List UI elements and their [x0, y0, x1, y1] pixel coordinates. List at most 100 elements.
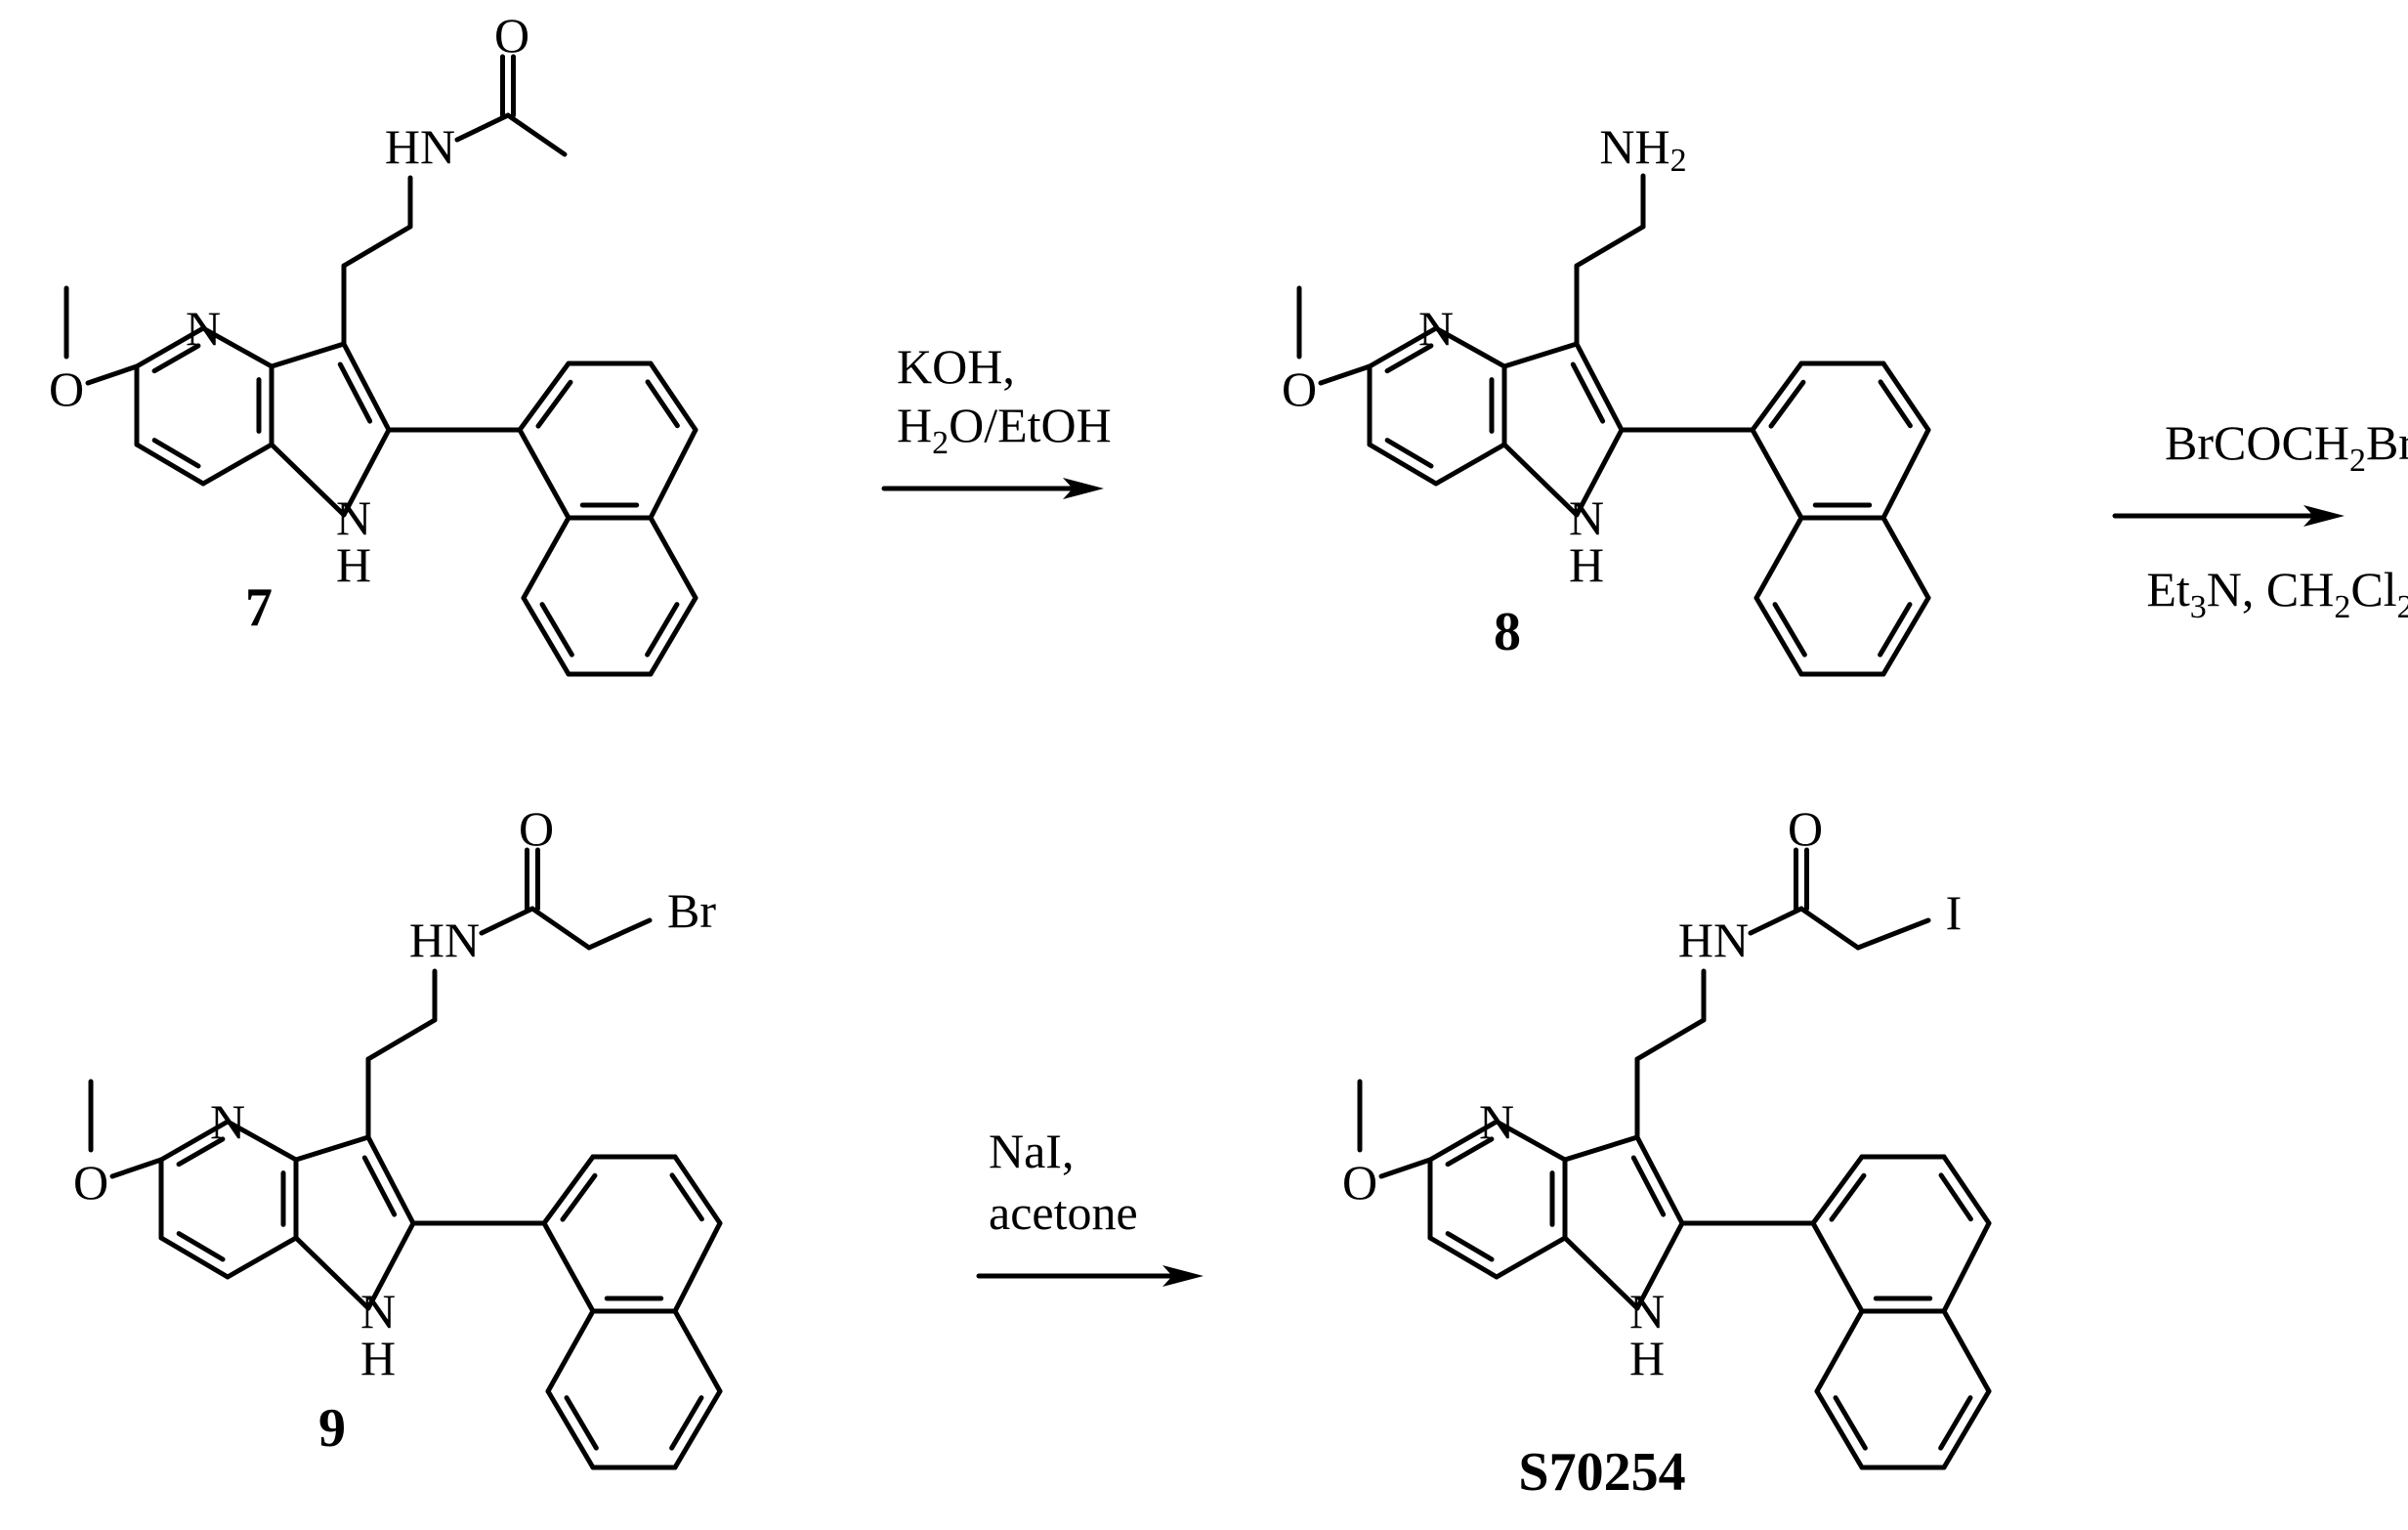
ring-bond: [1941, 1388, 1992, 1470]
double-bond-line: [176, 1231, 226, 1262]
nitrogen-atom: N: [360, 1284, 396, 1339]
subscript: 2: [2349, 443, 2366, 479]
ring-bond: [545, 1388, 596, 1470]
nitrogen-atom: N: [1418, 301, 1454, 356]
reagent-text: KOH,: [897, 339, 1015, 394]
double-bond-line: [151, 438, 201, 469]
reagent-text: NaI,: [989, 1124, 1074, 1178]
oxygen-atom: O: [1342, 1155, 1377, 1210]
double-bond-line: [1878, 379, 1913, 429]
double-bond-line: [539, 602, 574, 658]
bromine-atom: Br: [667, 883, 716, 938]
ring-bond: [517, 427, 571, 521]
ring-bond: [672, 1220, 723, 1314]
double-bond-line: [645, 379, 680, 429]
ring-bond: [1753, 595, 1804, 677]
bond: [586, 917, 653, 951]
text-run: Et: [2146, 562, 2190, 616]
subscript: 2: [2334, 589, 2350, 625]
double-bond-line: [535, 379, 573, 429]
double-bond-line: [1768, 379, 1806, 429]
text-run: H: [897, 398, 932, 452]
ring-bond: [1367, 325, 1439, 369]
ring-bond: [1501, 442, 1580, 518]
ring-bond: [1574, 427, 1625, 518]
ring-bond: [1494, 1119, 1568, 1163]
ring-bond: [134, 325, 206, 369]
reaction-step-3: NaI, acetone: [976, 1124, 1204, 1287]
hydrogen-atom: H: [1629, 1331, 1665, 1385]
nitrogen-atom: N: [336, 490, 371, 545]
reagent-text: H2O/EtOH: [897, 398, 1112, 461]
ring-bond: [1367, 442, 1439, 487]
ring-bond: [1941, 1154, 1992, 1226]
methyl-bond: [505, 112, 568, 157]
ring-bond: [293, 1134, 371, 1163]
ring-bond: [541, 1220, 596, 1314]
ring-bond: [672, 1308, 723, 1394]
bond: [1855, 917, 1931, 951]
subscript: 2: [932, 425, 949, 461]
bond: [1748, 906, 1804, 936]
double-bond-line: [1384, 438, 1434, 469]
ring-bond: [1880, 361, 1931, 433]
double-bond-line: [1772, 602, 1807, 658]
ring-bond: [541, 1154, 596, 1226]
double-bond-line: [1833, 1395, 1868, 1451]
ring-bond: [1574, 341, 1625, 433]
nitrogen-atom: N: [186, 301, 221, 356]
amide-nh: HN: [385, 119, 455, 174]
amide-nh: HN: [409, 913, 480, 967]
ring-bond: [1634, 1220, 1685, 1311]
double-bond-line: [669, 1172, 704, 1222]
double-bond-line: [1570, 361, 1606, 424]
ring-bond: [1427, 1119, 1500, 1163]
subscript: 2: [1670, 143, 1687, 179]
ring-bond: [1433, 325, 1507, 369]
ring-bond: [158, 1235, 231, 1280]
bond: [479, 906, 535, 936]
ring-bond: [269, 442, 347, 518]
compound-number: 9: [318, 1398, 346, 1459]
text-run: N, CH: [2207, 562, 2335, 616]
reagent-text: BrCOCH2Br: [2165, 415, 2408, 479]
ring-bond: [1880, 515, 1931, 601]
text-run: acetone: [989, 1185, 1138, 1240]
ring-bond: [1814, 1388, 1865, 1470]
bond: [454, 112, 511, 143]
oxygen-atom: O: [519, 801, 554, 856]
ring-bond: [269, 341, 347, 369]
text-run: BrCOCH: [2165, 415, 2349, 470]
subscript: 2: [2397, 589, 2408, 625]
nitrogen-atom: N: [1629, 1284, 1665, 1339]
double-bond-line: [1445, 1231, 1495, 1262]
reagent-text: acetone: [989, 1185, 1138, 1240]
ring-bond: [521, 515, 571, 601]
ring-bond: [293, 1235, 371, 1311]
double-bond-line: [1384, 343, 1434, 374]
ring-bond: [341, 427, 392, 518]
ring-bond: [1880, 427, 1931, 521]
double-bond-line: [337, 361, 373, 424]
double-bond-line: [645, 602, 680, 658]
ring-bond: [545, 1308, 596, 1394]
ring-bond: [648, 595, 698, 677]
text-run: O/EtOH: [949, 398, 1112, 452]
amine-group: NH2: [1599, 119, 1686, 179]
ring-bond: [1941, 1220, 1992, 1314]
text-run: NaI,: [989, 1124, 1074, 1178]
amide-nh: HN: [1678, 913, 1749, 967]
double-bond-line: [560, 1172, 598, 1222]
ring-bond: [1880, 595, 1931, 677]
oxygen-atom: O: [1788, 801, 1823, 856]
iodine-atom: I: [1946, 885, 1963, 940]
double-bond-line: [1938, 1172, 1973, 1222]
hydrogen-atom: H: [336, 537, 371, 592]
ring-bond: [648, 515, 698, 601]
reagent-text: Et3N, CH2Cl2: [2146, 562, 2408, 625]
